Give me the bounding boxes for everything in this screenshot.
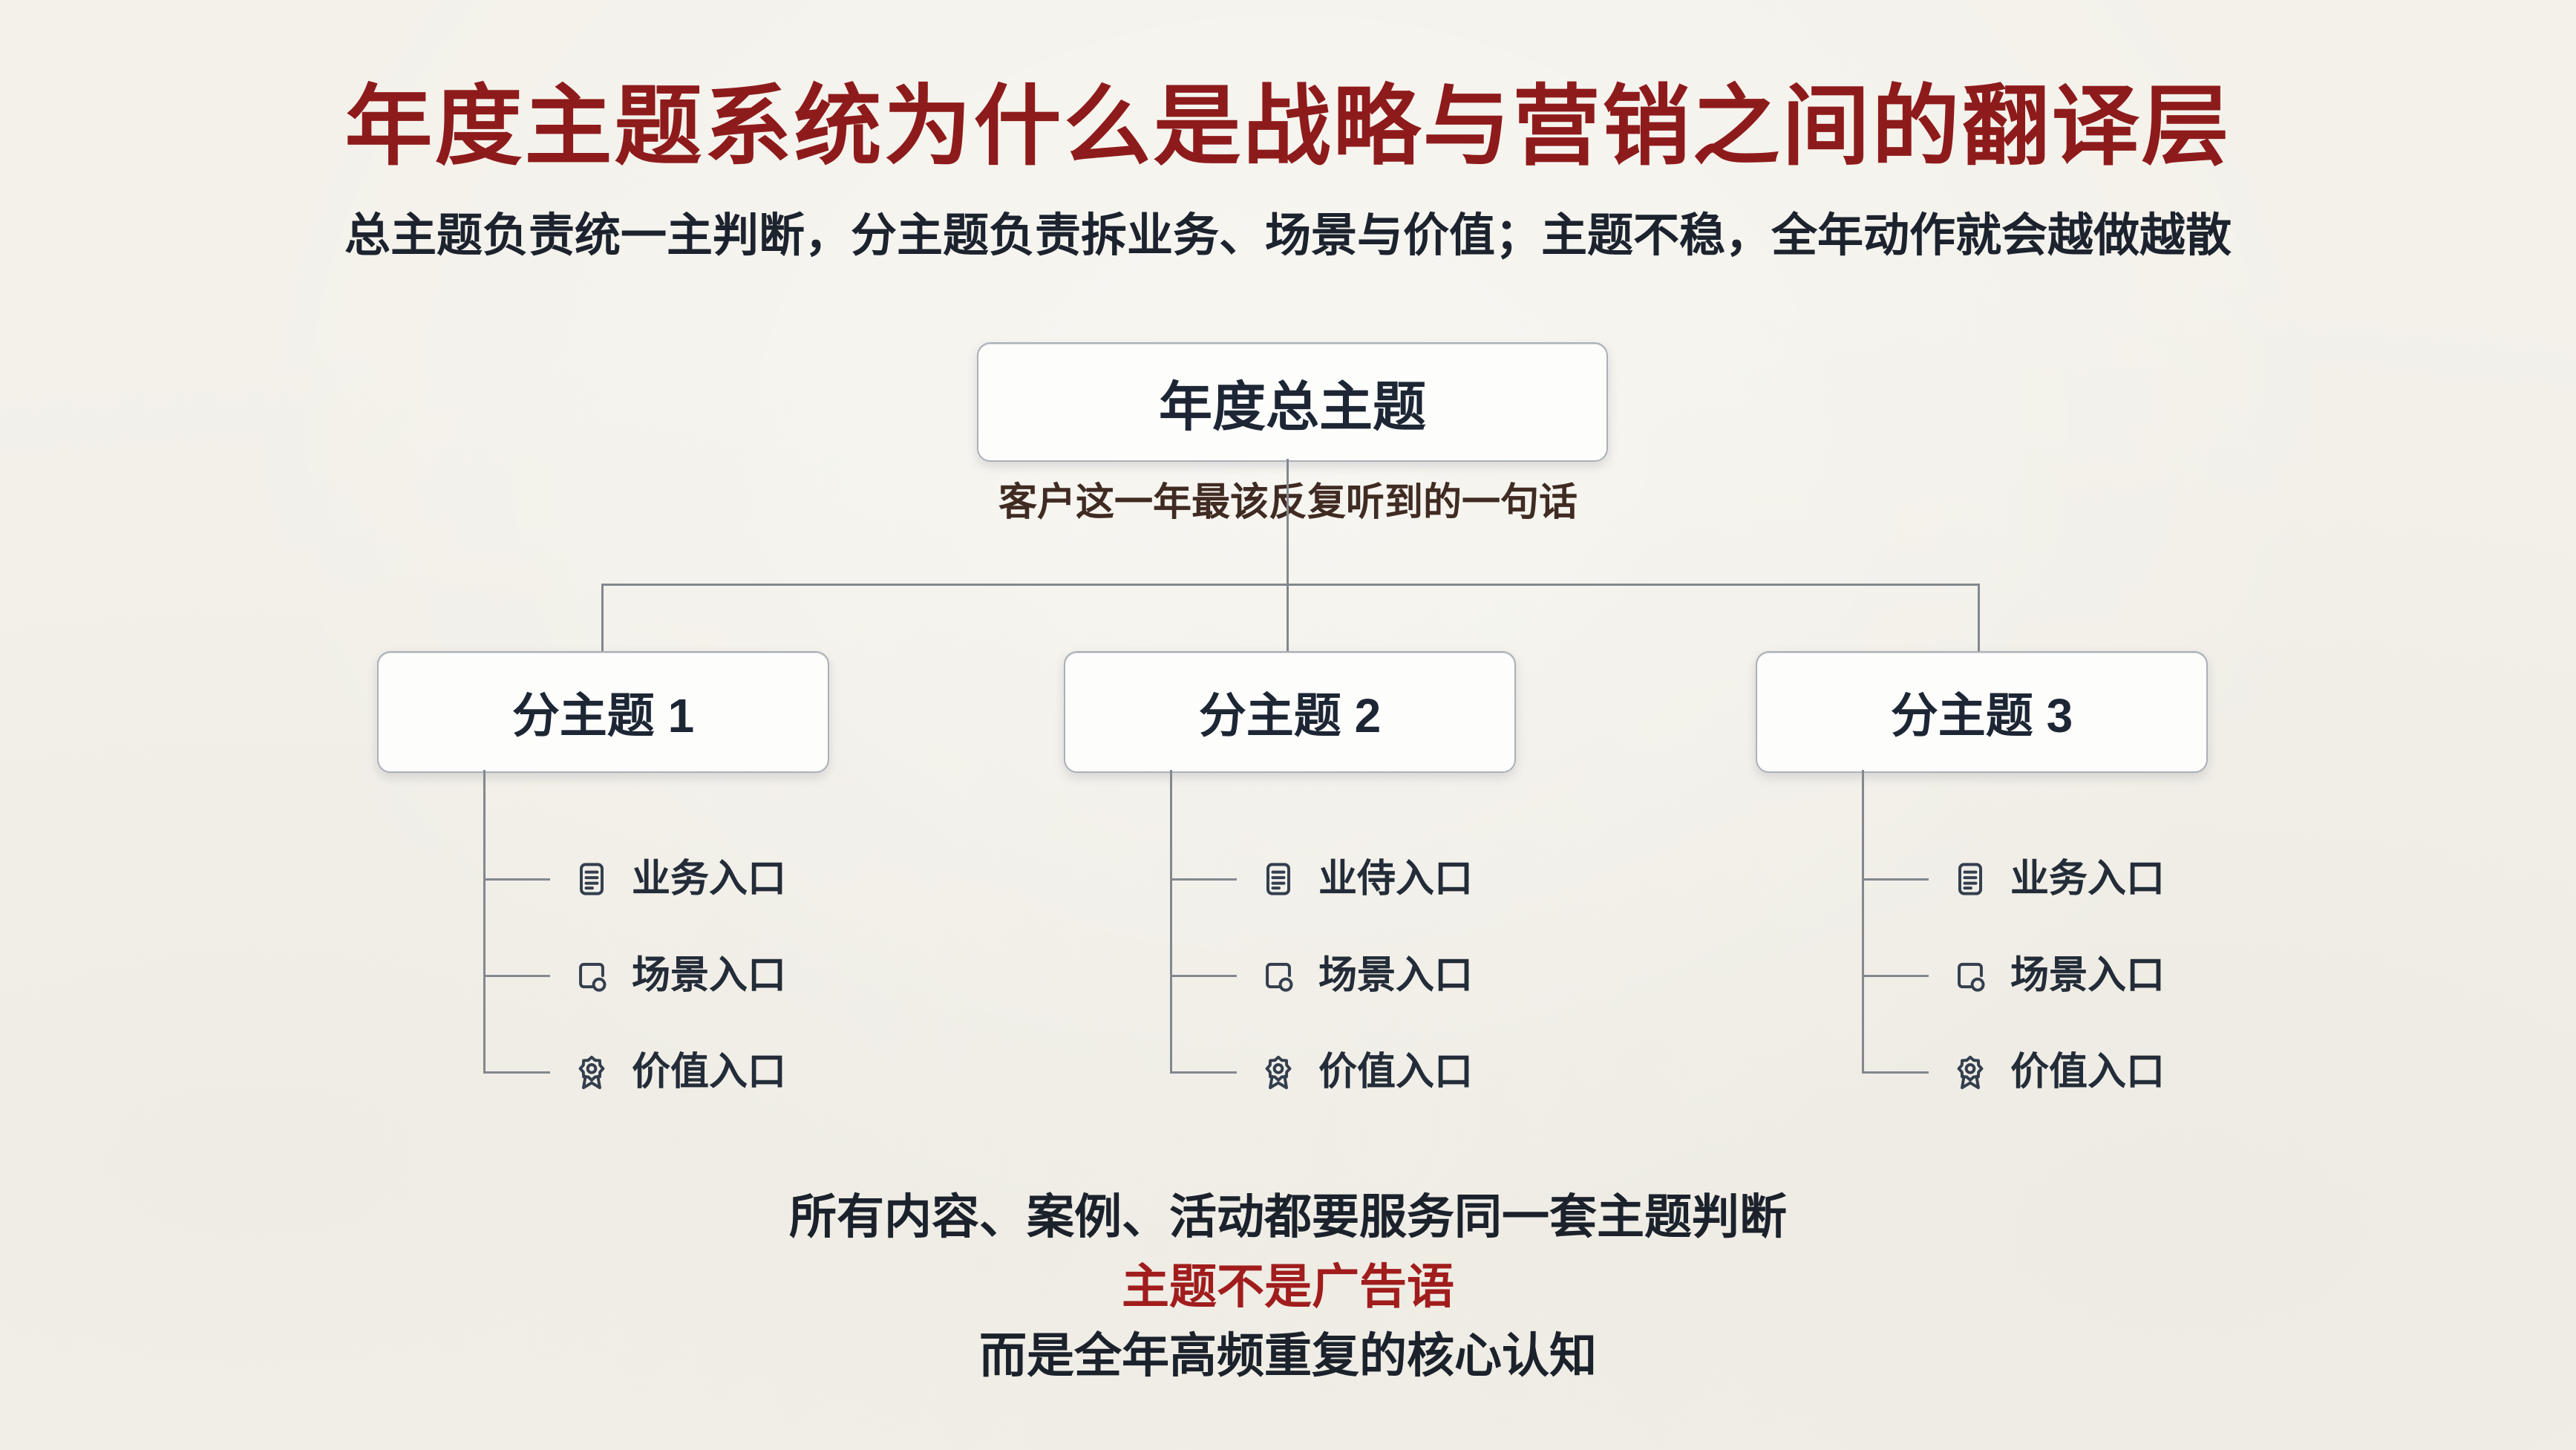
branch-3-stem — [1862, 770, 1864, 1073]
connector-drop-branch-2 — [1287, 584, 1289, 653]
connector-root-stem — [1287, 459, 1289, 585]
leaf-label: 价值入口 — [632, 1051, 787, 1094]
footer-line-3: 而是全年高频重复的核心认知 — [979, 1329, 1597, 1382]
leaf-label: 价值入口 — [2010, 1051, 2165, 1094]
branch-2-tick-2 — [1170, 975, 1237, 977]
document-icon — [1266, 863, 1290, 895]
leaf-item: 价值入口 — [1258, 1048, 1473, 1096]
scene-icon — [579, 962, 607, 992]
award-icon — [578, 1055, 605, 1089]
scene-icon — [1266, 962, 1293, 992]
root-node-box: 年度总主题 — [977, 342, 1608, 462]
leaf-label: 业务入口 — [632, 858, 787, 901]
footer-line-2-highlight: 主题不是广告语 — [1122, 1260, 1454, 1313]
award-icon — [1265, 1055, 1292, 1089]
branch-3-tick-3 — [1862, 1071, 1929, 1074]
document-icon — [580, 863, 604, 895]
leaf-item: 场景入口 — [1949, 952, 2165, 999]
branch-3-label: 分主题 3 — [1890, 689, 2073, 742]
leaf-label: 场景入口 — [2010, 954, 2165, 997]
branch-1-tick-3 — [483, 1071, 550, 1074]
branch-3-box: 分主题 3 — [1756, 651, 2208, 773]
branch-1-tick-2 — [483, 975, 550, 977]
leaf-label: 价值入口 — [1318, 1051, 1474, 1094]
award-icon — [1957, 1055, 1984, 1089]
leaf-label: 场景入口 — [632, 954, 787, 997]
branch-2-tick-3 — [1170, 1071, 1237, 1074]
leaf-item: 价值入口 — [1949, 1048, 2165, 1096]
footer-line-1: 所有内容、案例、活动都要服务同一套主题判断 — [789, 1190, 1787, 1244]
branch-2-tick-1 — [1170, 878, 1237, 881]
leaf-item: 业侍入口 — [1258, 855, 1473, 903]
leaf-label: 业务入口 — [2010, 858, 2165, 901]
leaf-label: 业侍入口 — [1318, 858, 1474, 901]
leaf-item: 场景入口 — [571, 952, 786, 999]
page-title: 年度主题系统为什么是战略与营销之间的翻译层 — [344, 78, 2232, 176]
branch-1-stem — [483, 770, 486, 1073]
connector-drop-branch-1 — [601, 584, 604, 653]
branch-2-stem — [1170, 770, 1172, 1073]
branch-1-tick-1 — [483, 878, 550, 881]
branch-1-box: 分主题 1 — [377, 651, 829, 773]
document-icon — [1958, 863, 1982, 895]
leaf-label: 场景入口 — [1318, 954, 1474, 997]
leaf-item: 业务入口 — [571, 855, 786, 903]
branch-3-tick-1 — [1862, 878, 1929, 881]
page-subtitle: 总主题负责统一主判断，分主题负责拆业务、场景与价值；主题不稳，全年动作就会越做越… — [344, 210, 2232, 261]
branch-2-box: 分主题 2 — [1064, 651, 1516, 773]
leaf-item: 业务入口 — [1949, 855, 2165, 903]
leaf-item: 价值入口 — [571, 1048, 786, 1096]
branch-2-label: 分主题 2 — [1198, 689, 1382, 742]
root-node-label: 年度总主题 — [1158, 378, 1426, 437]
leaf-item: 场景入口 — [1258, 952, 1473, 999]
branch-1-label: 分主题 1 — [511, 689, 695, 742]
connector-drop-branch-3 — [1978, 584, 1980, 653]
branch-3-tick-2 — [1862, 975, 1929, 977]
connector-horizontal — [601, 584, 1980, 586]
scene-icon — [1958, 962, 1985, 992]
